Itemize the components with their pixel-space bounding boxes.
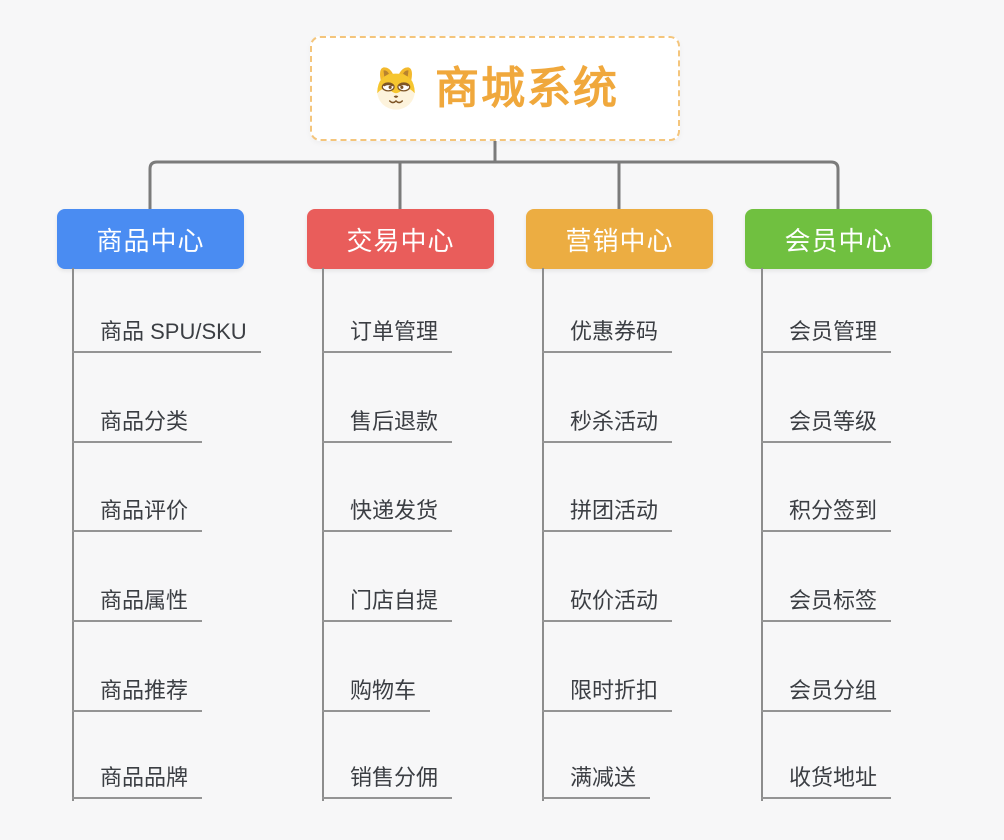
branch-node-marketing-center[interactable]: 营销中心: [526, 209, 713, 269]
leaf-node[interactable]: 门店自提: [322, 588, 453, 622]
shiba-dog-icon: [377, 67, 415, 110]
leaf-node[interactable]: 销售分佣: [322, 765, 453, 799]
branch-label: 会员中心: [784, 225, 893, 256]
root-node[interactable]: 商城系统: [310, 36, 680, 141]
leaf-node[interactable]: 订单管理: [322, 319, 453, 353]
leaf-node[interactable]: 秒杀活动: [542, 409, 673, 443]
branch-children-marketing-center: 优惠券码 秒杀活动 拼团活动 砍价活动 限时折扣 满减送: [542, 268, 777, 808]
leaf-node[interactable]: 收货地址: [761, 765, 892, 799]
leaf-node[interactable]: 商品评价: [72, 498, 203, 532]
leaf-node[interactable]: 快递发货: [322, 498, 453, 532]
branch-label: 商品中心: [96, 225, 205, 256]
leaf-node[interactable]: 售后退款: [322, 409, 453, 443]
branch-vertical-line: [761, 268, 763, 801]
branch-children-product-center: 商品 SPU/SKU 商品分类 商品评价 商品属性 商品推荐 商品品牌: [72, 268, 307, 808]
branch-node-member-center[interactable]: 会员中心: [745, 209, 932, 269]
branch-vertical-line: [322, 268, 324, 801]
leaf-node[interactable]: 限时折扣: [542, 678, 673, 712]
branch-label: 交易中心: [346, 225, 455, 256]
leaf-node[interactable]: 会员标签: [761, 588, 892, 622]
branch-label: 营销中心: [565, 225, 674, 256]
leaf-node[interactable]: 满减送: [542, 765, 651, 799]
root-title: 商城系统: [435, 63, 619, 113]
leaf-node[interactable]: 商品 SPU/SKU: [72, 319, 261, 353]
leaf-node[interactable]: 会员分组: [761, 678, 892, 712]
leaf-node[interactable]: 商品推荐: [72, 678, 203, 712]
leaf-node[interactable]: 砍价活动: [542, 588, 673, 622]
leaf-node[interactable]: 优惠券码: [542, 319, 673, 353]
branch-children-member-center: 会员管理 会员等级 积分签到 会员标签 会员分组 收货地址: [761, 268, 996, 808]
leaf-node[interactable]: 积分签到: [761, 498, 892, 532]
branch-node-product-center[interactable]: 商品中心: [57, 209, 244, 269]
branch-children-trade-center: 订单管理 售后退款 快递发货 门店自提 购物车 销售分佣: [322, 268, 557, 808]
leaf-node[interactable]: 购物车: [322, 678, 431, 712]
leaf-node[interactable]: 商品品牌: [72, 765, 203, 799]
branch-vertical-line: [72, 268, 74, 801]
leaf-node[interactable]: 会员等级: [761, 409, 892, 443]
leaf-node[interactable]: 拼团活动: [542, 498, 673, 532]
branch-node-trade-center[interactable]: 交易中心: [307, 209, 494, 269]
branch-vertical-line: [542, 268, 544, 801]
leaf-node[interactable]: 商品分类: [72, 409, 203, 443]
leaf-node[interactable]: 会员管理: [761, 319, 892, 353]
rail-line: [148, 160, 840, 211]
leaf-node[interactable]: 商品属性: [72, 588, 203, 622]
